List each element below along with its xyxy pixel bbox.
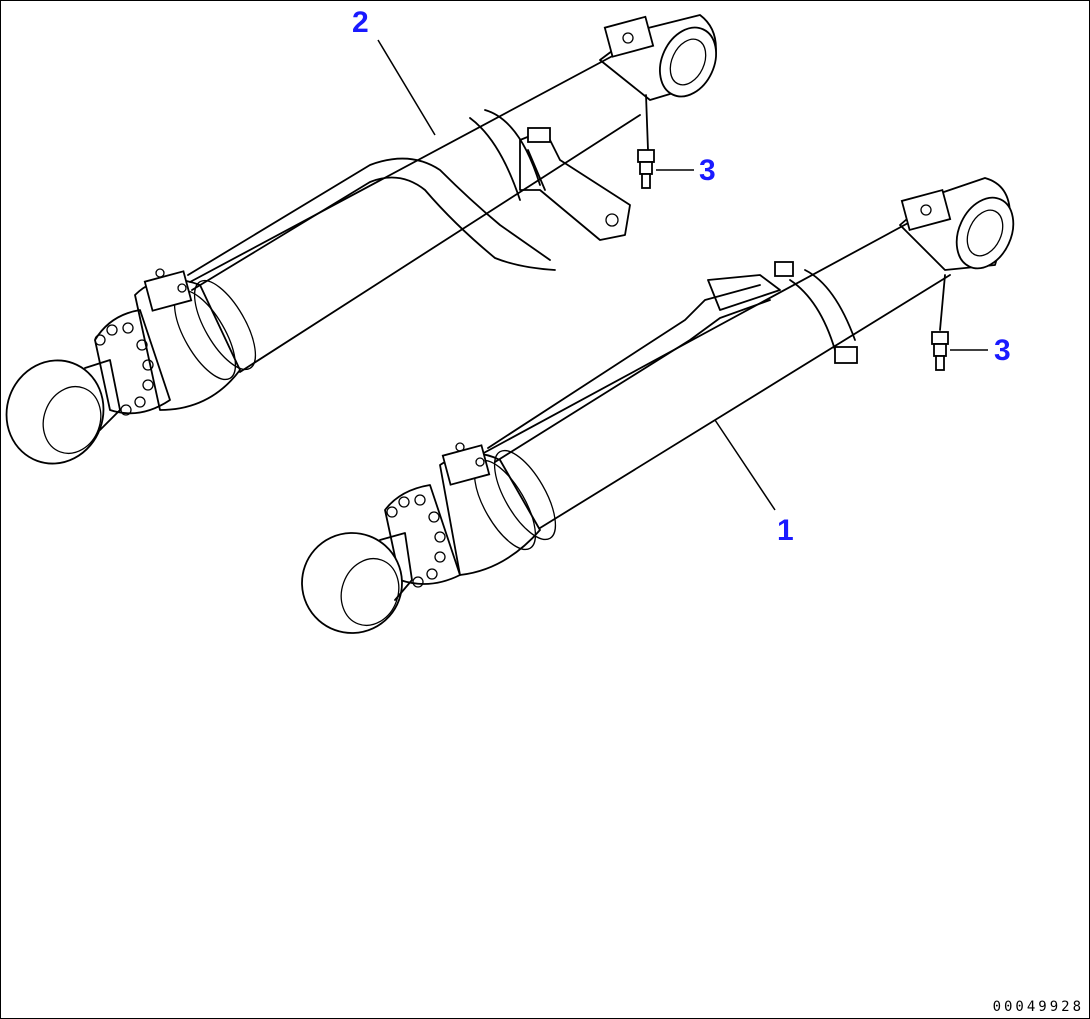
callout-3-rear[interactable]: 3 <box>699 154 716 187</box>
bolt-ring <box>386 494 446 588</box>
callout-3-front[interactable]: 3 <box>994 334 1011 367</box>
cylinder-1[interactable] <box>288 177 1024 647</box>
cylinder-2[interactable] <box>0 14 727 477</box>
figure-number: 00049928 <box>992 999 1084 1015</box>
pressure-sensor-rear[interactable] <box>637 94 655 189</box>
leader-1 <box>714 419 776 511</box>
callout-2[interactable]: 2 <box>352 6 369 39</box>
bolt-ring <box>94 322 154 416</box>
leader-2 <box>377 39 436 136</box>
callout-1[interactable]: 1 <box>777 514 794 547</box>
pressure-sensor-front[interactable] <box>931 274 949 371</box>
